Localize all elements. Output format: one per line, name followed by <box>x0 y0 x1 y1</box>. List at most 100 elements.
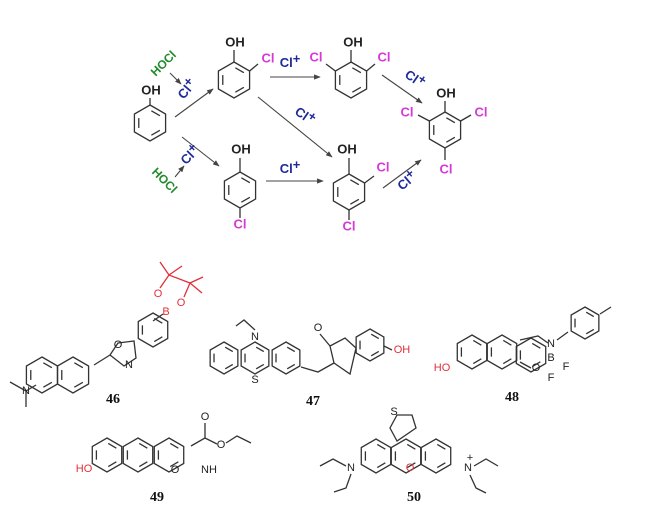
26-dichlorophenol-oh: OH <box>343 34 363 49</box>
atom-oh: OH <box>394 344 411 356</box>
chlorination-scheme: OH OH Cl OH Cl Cl OH Cl Cl Cl OH Cl OH C… <box>141 34 487 233</box>
double-bond <box>107 442 117 449</box>
atom-o: O <box>171 464 180 476</box>
double-bond <box>224 363 234 370</box>
arrow-26dcl-to-tcp <box>381 74 423 104</box>
oxazole-ring <box>109 340 137 367</box>
4-chlorophenol-cl: Cl <box>234 216 247 231</box>
double-bond <box>241 196 251 203</box>
double-bond <box>446 136 456 143</box>
double-bond <box>43 381 53 388</box>
atom-o: O <box>217 439 226 451</box>
ethyl-bond <box>319 458 347 467</box>
double-bond <box>138 442 148 449</box>
ethyl-bond <box>225 435 252 444</box>
double-bond <box>151 129 161 136</box>
atom-b: B <box>547 352 554 364</box>
atom-n: N <box>251 331 259 343</box>
arrow-24dcl-to-tcp <box>382 159 422 189</box>
double-bond <box>502 339 512 346</box>
compound-49: HO O NH O O 49 <box>76 411 252 505</box>
atom-o: O <box>177 297 186 309</box>
double-bond <box>446 117 456 124</box>
double-bond <box>151 110 161 117</box>
atom-n: N <box>22 385 30 397</box>
trichlorophenol-oh: OH <box>436 85 456 100</box>
compound-46: N O N B O O 46 <box>9 261 204 407</box>
24-dichlorophenol-cl-4: Cl <box>343 218 356 233</box>
double-bond <box>153 336 163 343</box>
26-dichlorophenol-cl-right: Cl <box>378 49 391 64</box>
trichlorophenol-cl-4: Cl <box>440 161 453 176</box>
compound-number: 48 <box>505 390 519 405</box>
benzene-ring <box>570 306 600 340</box>
arrow-phenol-to-2cl <box>174 88 214 118</box>
double-bond <box>74 362 84 369</box>
bond <box>383 345 393 351</box>
bond <box>25 384 37 392</box>
double-bond <box>43 362 53 369</box>
double-bond <box>169 442 179 449</box>
double-bond <box>376 443 386 450</box>
benzene-ring <box>137 312 169 348</box>
double-bond <box>436 462 446 469</box>
benzene-ring <box>153 437 185 473</box>
benzene-ring <box>133 104 167 142</box>
bond <box>204 437 218 445</box>
double-bond <box>286 346 296 353</box>
double-bond <box>235 67 245 74</box>
double-bond <box>472 339 482 346</box>
double-bond <box>350 198 360 205</box>
double-bond <box>350 179 360 186</box>
double-bond <box>241 177 251 184</box>
arrow-2cl-to-24dcl <box>257 96 333 158</box>
double-bond <box>502 358 512 365</box>
24-dichlorophenol-oh: OH <box>337 141 357 156</box>
atom-ho: HO <box>434 362 451 374</box>
double-bond <box>436 443 446 450</box>
double-bond <box>370 350 380 357</box>
bond <box>189 276 204 284</box>
atom-o: O <box>532 362 541 374</box>
benzene-ring <box>355 328 385 362</box>
atom-o: O <box>314 322 323 334</box>
benzene-ring <box>334 61 368 99</box>
hocl-upper: HOCl <box>148 48 179 79</box>
atom-f: F <box>563 361 570 373</box>
atom-b: B <box>162 306 169 318</box>
indanone-ring <box>329 337 357 376</box>
2-chlorophenol-oh: OH <box>225 34 245 49</box>
2-chlorophenol-cl: Cl <box>262 50 275 65</box>
double-bond <box>406 462 416 469</box>
bond <box>152 313 164 322</box>
cl-plus-2: Cl+ <box>175 140 203 168</box>
atom-s: S <box>390 406 397 418</box>
atom-n: N <box>547 338 555 350</box>
benzene-ring <box>515 337 547 373</box>
bond <box>460 114 472 122</box>
double-bond <box>406 443 416 450</box>
bond <box>93 354 111 366</box>
bond <box>366 63 376 72</box>
atom-f: F <box>548 372 555 384</box>
double-bond <box>472 358 482 365</box>
benzene-ring <box>56 356 90 394</box>
bond <box>325 63 336 72</box>
cl-plus-4: Cl+ <box>292 101 320 129</box>
carbonyl-bond <box>319 333 331 347</box>
atom-ho: HO <box>76 463 93 475</box>
benzene-ring <box>217 61 251 99</box>
atom-o: O <box>114 339 123 351</box>
atom-n: N <box>125 359 133 371</box>
cl-plus-7: Cl+ <box>392 165 420 193</box>
ethyl-bond <box>235 319 256 331</box>
benzene-ring <box>240 341 270 375</box>
compound-number: 50 <box>407 490 421 505</box>
arrow-hocl-lower <box>174 165 185 178</box>
pinacol-ring <box>159 274 191 298</box>
ester-bond <box>190 423 206 447</box>
double-bond <box>531 342 541 349</box>
double-bond <box>255 363 265 370</box>
double-bond <box>370 333 380 340</box>
